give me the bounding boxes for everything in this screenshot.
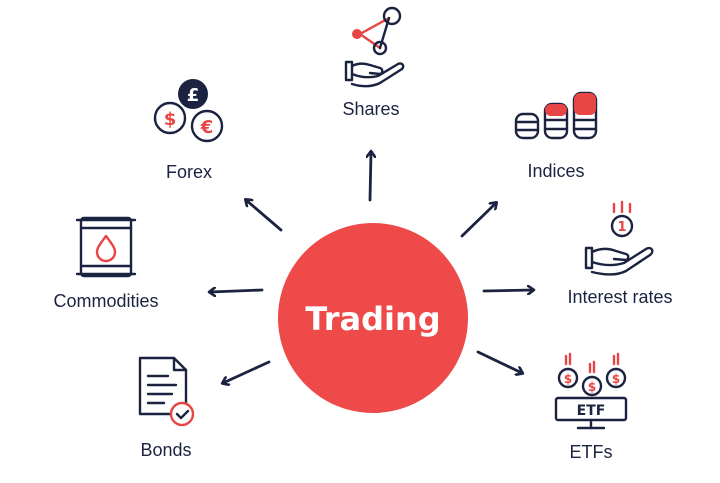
etf-coin-left-symbol: $: [564, 372, 572, 386]
oil-barrel-icon: [75, 216, 137, 278]
arrow-to-shares: [370, 152, 371, 202]
etf-coin-right-symbol: $: [612, 372, 620, 386]
node-label-bonds: Bonds: [140, 440, 191, 460]
arrow-to-forex: [246, 200, 283, 232]
pound-symbol: £: [187, 85, 200, 106]
coin-stacks-icon: [514, 91, 598, 140]
dollar-symbol: $: [164, 109, 177, 130]
arrow-to-indices: [460, 203, 496, 238]
arrow-to-bonds: [223, 360, 271, 383]
etf-coin-middle-symbol: $: [588, 380, 596, 394]
document-check-icon: [138, 356, 195, 427]
coin-hand-icon: 1: [584, 200, 654, 276]
node-label-indices: Indices: [527, 161, 584, 181]
etf-monitor-icon: $ $ $ ETF: [554, 352, 628, 430]
node-label-etfs: ETFs: [570, 442, 613, 462]
currency-coins-icon: £ $ €: [153, 79, 224, 143]
etf-screen-text: ETF: [577, 403, 606, 419]
node-label-commodities: Commodities: [53, 291, 158, 311]
interest-coin-symbol: 1: [617, 220, 626, 235]
node-label-interest-rates: Interest rates: [567, 287, 672, 307]
arrow-to-commodities: [210, 290, 264, 292]
node-label-forex: Forex: [166, 162, 212, 182]
arrow-to-interest: [482, 290, 533, 291]
node-label-shares: Shares: [342, 99, 399, 119]
center-label: Trading: [305, 300, 440, 338]
network-hand-icon: [344, 6, 405, 88]
arrow-to-etfs: [476, 350, 522, 373]
euro-symbol: €: [200, 117, 214, 138]
trading-circle: [278, 223, 468, 413]
